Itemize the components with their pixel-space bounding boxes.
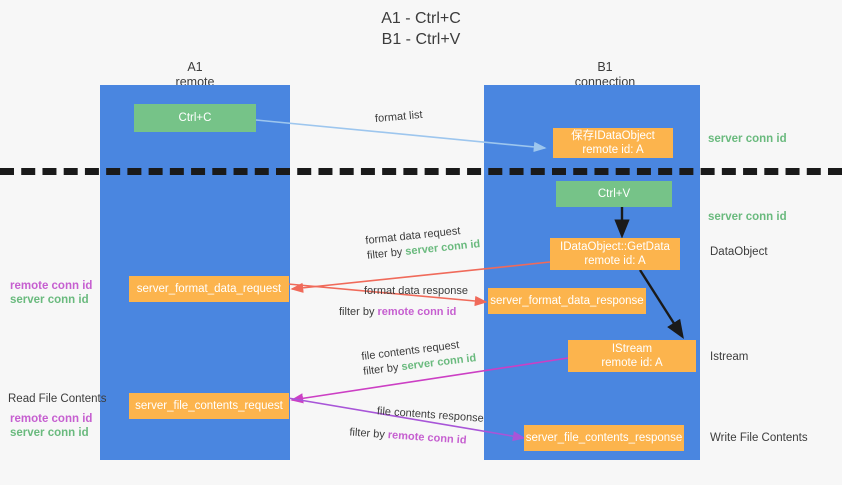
label-server-conn-id-top: server conn id (708, 133, 787, 145)
node-ctrl-c-label: Ctrl+C (178, 112, 212, 124)
filter-prefix-4: filter by (349, 426, 389, 442)
node-server-format-data-response-label: server_format_data_response (490, 295, 644, 307)
node-getdata[interactable]: IDataObject::GetData remote id: A (550, 238, 680, 270)
arrow-label-file-contents-response: file contents response filter by remote … (349, 404, 485, 449)
arrow-label-format-data-response-filter: filter by remote conn id (339, 305, 468, 320)
label-remote-conn-id-2: remote conn id (10, 413, 93, 425)
label-server-conn-id-1: server conn id (10, 294, 89, 306)
node-idataobject-line1: 保存IDataObject (571, 130, 655, 142)
arrow-label-format-list: format list (374, 108, 424, 126)
node-istream[interactable]: IStream remote id: A (568, 340, 696, 372)
label-server-conn-id-2: server conn id (10, 427, 89, 439)
node-ctrl-v[interactable]: Ctrl+V (556, 181, 672, 207)
arrow-label-file-contents-request: file contents request filter by server c… (361, 336, 478, 380)
arrow-label-format-data-response-main: format data response (364, 285, 468, 297)
label-istream: Istream (710, 351, 749, 363)
column-left-name: A1 (187, 60, 203, 74)
filter-value-4: remote conn id (387, 429, 467, 447)
section-divider (0, 168, 842, 175)
node-server-format-data-request[interactable]: server_format_data_request (129, 276, 289, 302)
node-idataobject-line2: remote id: A (582, 144, 644, 156)
node-istream-line2: remote id: A (601, 357, 663, 369)
node-server-file-contents-request[interactable]: server_file_contents_request (129, 393, 289, 419)
filter-value-2: remote conn id (377, 306, 457, 318)
node-server-format-data-response[interactable]: server_format_data_response (488, 288, 646, 314)
label-server-conn-id-mid: server conn id (708, 211, 787, 223)
label-write-file-contents: Write File Contents (710, 432, 808, 444)
filter-prefix-1: filter by (366, 245, 406, 262)
label-read-file-contents: Read File Contents (8, 393, 107, 405)
node-server-file-contents-response[interactable]: server_file_contents_response (524, 425, 684, 451)
label-dataobject: DataObject (710, 246, 768, 258)
arrow-label-format-data-response: format data response filter by remote co… (339, 284, 468, 320)
filter-prefix-2: filter by (339, 306, 378, 318)
node-server-format-data-request-label: server_format_data_request (136, 283, 282, 295)
arrow-label-file-contents-response-filter: filter by remote conn id (349, 425, 483, 449)
label-remote-conn-id-1: remote conn id (10, 280, 93, 292)
title-line-1: A1 - Ctrl+C (381, 10, 461, 27)
arrow-label-file-contents-response-main: file contents response (376, 405, 485, 425)
node-getdata-line1: IDataObject::GetData (560, 241, 670, 253)
node-getdata-line2: remote id: A (584, 255, 646, 267)
node-istream-line1: IStream (611, 343, 653, 355)
page-title: A1 - Ctrl+C B1 - Ctrl+V (0, 8, 842, 50)
node-ctrl-c[interactable]: Ctrl+C (134, 104, 256, 132)
filter-prefix-3: filter by (362, 361, 403, 378)
node-server-file-contents-response-label: server_file_contents_response (525, 432, 683, 444)
node-ctrl-v-label: Ctrl+V (597, 188, 631, 200)
title-line-2: B1 - Ctrl+V (381, 31, 461, 48)
node-server-file-contents-request-label: server_file_contents_request (135, 400, 283, 412)
node-idataobject[interactable]: 保存IDataObject remote id: A (553, 128, 673, 158)
column-right-name: B1 (597, 60, 613, 74)
arrow-label-format-data-request: format data request filter by server con… (365, 222, 481, 264)
